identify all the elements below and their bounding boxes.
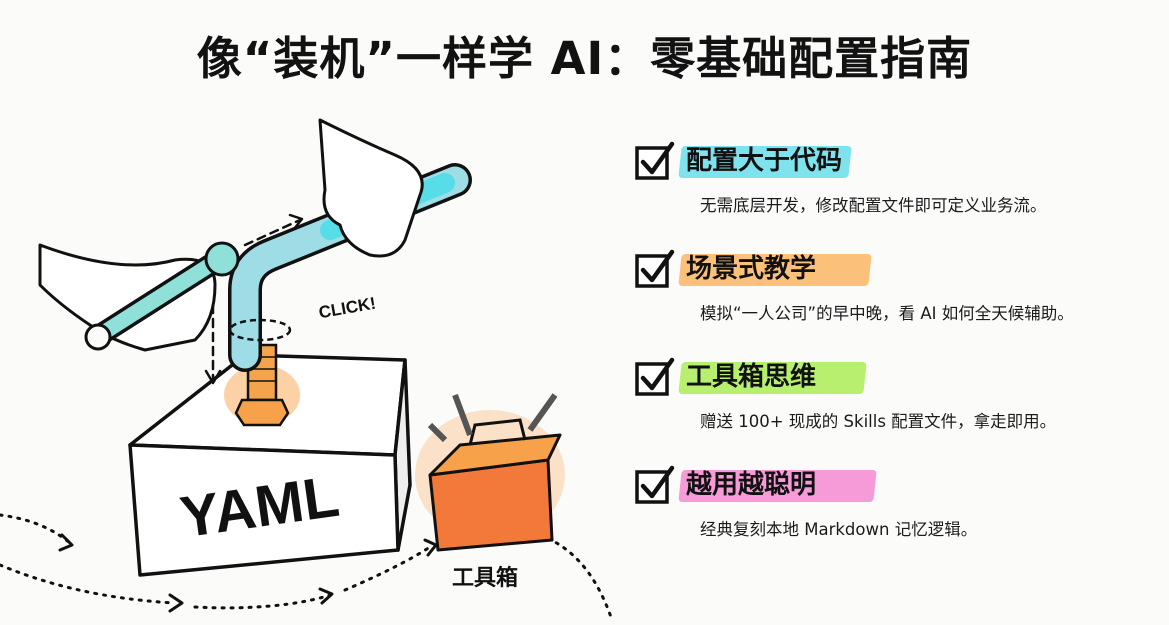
check-icon: [635, 465, 675, 504]
hand-right: [318, 118, 424, 258]
click-text: CLICK!: [317, 294, 377, 323]
feature-item: 越用越聪明 经典复刻本地 Markdown 记忆逻辑。: [634, 460, 1154, 570]
check-icon: [635, 357, 675, 396]
check-icon: [635, 249, 675, 288]
feature-heading: 越用越聪明: [686, 470, 817, 500]
hand-left: [38, 243, 217, 352]
feature-list: 配置大于代码 无需底层开发，修改配置文件即可定义业务流。 场景式教学 模拟“一人…: [634, 136, 1154, 576]
toolbox-icon: [415, 393, 565, 552]
feature-desc: 赠送 100+ 现成的 Skills 配置文件，拿走即用。: [700, 412, 1057, 431]
toolbox-label: 工具箱: [452, 566, 519, 591]
feature-heading: 配置大于代码: [686, 146, 843, 176]
feature-item: 工具箱思维 赠送 100+ 现成的 Skills 配置文件，拿走即用。: [634, 352, 1154, 462]
feature-desc: 模拟“一人公司”的早中晚，看 AI 如何全天候辅助。: [700, 304, 1074, 323]
check-icon: [635, 141, 675, 180]
feature-desc: 经典复刻本地 Markdown 记忆逻辑。: [700, 520, 978, 539]
feature-item: 场景式教学 模拟“一人公司”的早中晚，看 AI 如何全天候辅助。: [634, 244, 1154, 354]
feature-heading: 工具箱思维: [686, 362, 817, 392]
yaml-illustration: YAML CLICK!: [0, 118, 614, 622]
wrench-icon: [84, 241, 240, 351]
feature-heading: 场景式教学: [686, 254, 817, 284]
page-title: 像“装机”一样学 AI：零基础配置指南: [196, 32, 973, 85]
feature-item: 配置大于代码 无需底层开发，修改配置文件即可定义业务流。: [634, 136, 1154, 246]
feature-desc: 无需底层开发，修改配置文件即可定义业务流。: [700, 196, 1047, 215]
